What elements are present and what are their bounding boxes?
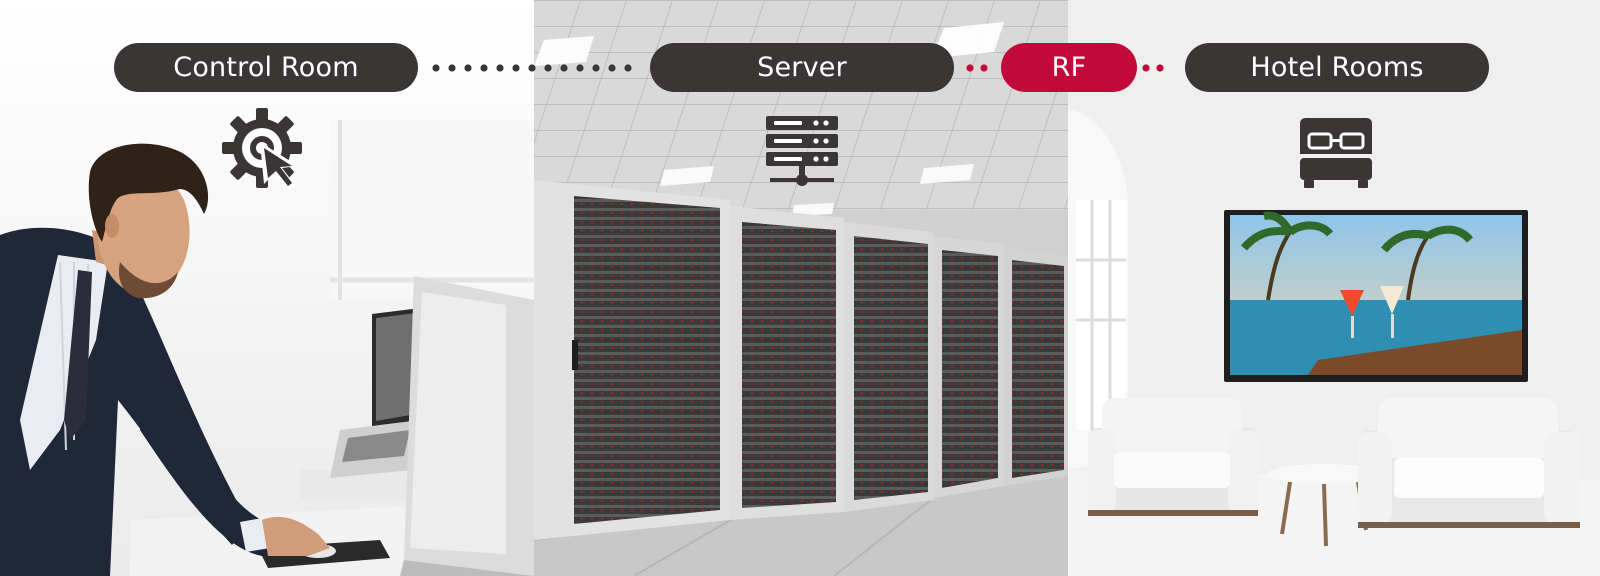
control-gear-cursor-icon bbox=[222, 108, 308, 194]
connector-server-to-rf bbox=[966, 64, 988, 72]
node-control-room-label: Control Room bbox=[173, 52, 359, 83]
server-room-scene bbox=[534, 0, 1068, 576]
node-rf-label: RF bbox=[1051, 52, 1087, 83]
armchair-left bbox=[1088, 398, 1258, 516]
node-control-room: Control Room bbox=[114, 43, 418, 92]
wall-tv bbox=[1224, 210, 1528, 382]
hotel-room-scene bbox=[1068, 0, 1600, 576]
server-rack-icon bbox=[764, 114, 840, 192]
control-room-photo bbox=[0, 0, 534, 576]
bed-icon bbox=[1298, 114, 1374, 192]
node-server: Server bbox=[650, 43, 954, 92]
server-room-photo bbox=[534, 0, 1068, 576]
connector-rf-to-hotel bbox=[1142, 64, 1164, 72]
hotel-room-photo bbox=[1068, 0, 1600, 576]
node-hotel-rooms-label: Hotel Rooms bbox=[1250, 52, 1424, 83]
control-room-scene bbox=[0, 120, 534, 576]
connector-control-to-server bbox=[432, 64, 632, 72]
armchair-right bbox=[1358, 398, 1580, 528]
server-racks bbox=[534, 180, 1068, 540]
node-server-label: Server bbox=[757, 52, 847, 83]
node-rf: RF bbox=[1001, 43, 1137, 92]
node-hotel-rooms: Hotel Rooms bbox=[1185, 43, 1489, 92]
